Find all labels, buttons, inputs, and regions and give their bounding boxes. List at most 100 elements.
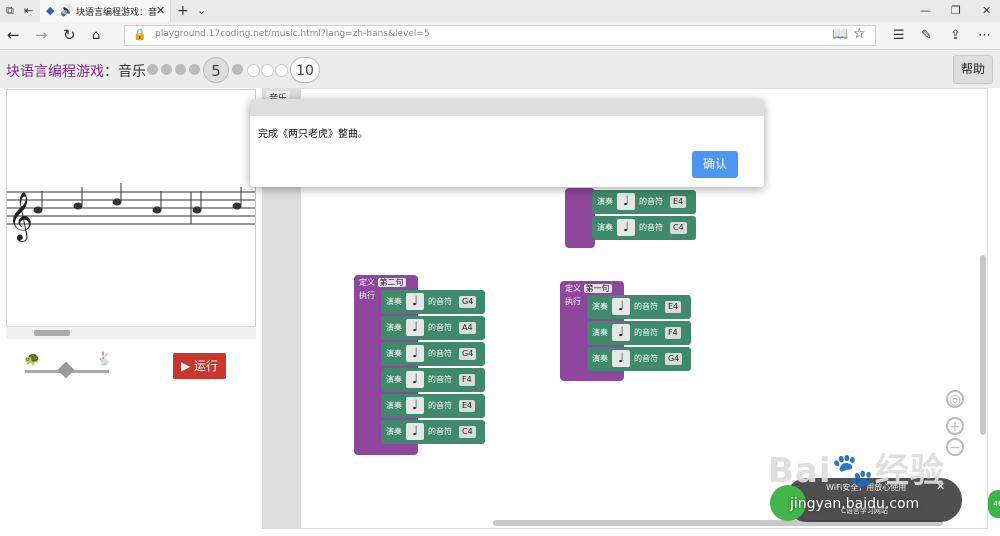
zoom-out-icon[interactable]: − bbox=[946, 438, 964, 456]
level-dot-1[interactable] bbox=[147, 64, 158, 75]
max-level[interactable]: 10 bbox=[290, 57, 320, 83]
notification-line-1: WiFi安全，用放心使用 bbox=[826, 483, 907, 492]
security-notification[interactable] bbox=[785, 478, 962, 522]
note-of-label: 的音符 bbox=[634, 302, 658, 311]
level-dot-2[interactable] bbox=[161, 64, 172, 75]
favorite-star-icon[interactable]: ☆ bbox=[853, 26, 866, 42]
share-icon[interactable]: ⇪ bbox=[950, 28, 961, 43]
pitch-dropdown[interactable]: E4 bbox=[670, 196, 687, 208]
back-icon[interactable]: ← bbox=[7, 26, 20, 44]
note-of-label: 的音符 bbox=[428, 427, 452, 436]
help-button[interactable]: 帮助 bbox=[953, 55, 993, 84]
pitch-dropdown[interactable]: G4 bbox=[459, 296, 477, 308]
quarter-note-icon[interactable]: ♩ bbox=[617, 219, 635, 236]
dialog-header bbox=[250, 99, 764, 116]
level-dot-8[interactable] bbox=[261, 64, 274, 77]
browser-titlebar: ⧉ ⇤ ◆ 🔊 块语言编程游戏：音 ✕ + ⌄ — ❐ ✕ bbox=[0, 0, 1000, 22]
reading-view-icon[interactable]: 📖 bbox=[832, 27, 849, 42]
refresh-icon[interactable]: ↻ bbox=[63, 26, 76, 44]
note-of-label: 的音符 bbox=[428, 375, 452, 384]
notes-icon[interactable]: ✎ bbox=[921, 28, 932, 43]
pitch-dropdown[interactable]: F4 bbox=[665, 327, 681, 339]
pitch-dropdown[interactable]: G4 bbox=[459, 348, 477, 360]
tab-list-chevron-icon[interactable]: ⌄ bbox=[197, 4, 207, 17]
new-tab-icon[interactable]: + bbox=[177, 3, 189, 19]
confirm-button[interactable]: 确认 bbox=[692, 151, 738, 178]
quarter-note-icon[interactable]: ♩ bbox=[406, 371, 424, 388]
home-icon[interactable]: ⌂ bbox=[92, 28, 101, 43]
run-button[interactable]: ▶ 运行 bbox=[173, 353, 226, 379]
notification-close-icon[interactable]: ✕ bbox=[936, 480, 946, 493]
quarter-note-icon[interactable]: ♩ bbox=[406, 423, 424, 440]
quarter-note-icon[interactable]: ♩ bbox=[406, 397, 424, 414]
tab-close-icon[interactable]: ✕ bbox=[156, 4, 166, 17]
note bbox=[73, 187, 83, 210]
music-stage: 𝄞 bbox=[6, 89, 256, 339]
pitch-dropdown[interactable]: G4 bbox=[665, 353, 683, 365]
level-dot-9[interactable] bbox=[275, 64, 288, 77]
quarter-note-icon[interactable]: ♩ bbox=[612, 350, 630, 367]
forward-icon[interactable]: → bbox=[35, 26, 48, 44]
level-dot-3[interactable] bbox=[175, 64, 186, 75]
pitch-dropdown[interactable]: E4 bbox=[459, 400, 476, 412]
quarter-note-icon[interactable]: ♩ bbox=[406, 319, 424, 336]
set-aside-tabs-icon[interactable]: ⇤ bbox=[24, 4, 34, 17]
treble-clef-icon: 𝄞 bbox=[8, 191, 33, 242]
speed-slider-thumb[interactable] bbox=[57, 361, 75, 379]
run-label: 运行 bbox=[194, 359, 219, 373]
current-level[interactable]: 5 bbox=[203, 57, 229, 83]
more-icon[interactable]: ⋯ bbox=[978, 28, 991, 43]
define-block-partial[interactable] bbox=[565, 188, 595, 248]
note-of-label: 的音符 bbox=[634, 354, 658, 363]
pitch-dropdown[interactable]: F4 bbox=[459, 374, 475, 386]
play-note-block[interactable]: 演奏 ♩ 的音符 F4 bbox=[381, 368, 485, 392]
stage-scrollbar[interactable] bbox=[6, 326, 256, 339]
quarter-note-icon[interactable]: ♩ bbox=[406, 345, 424, 362]
tab-menu-icon[interactable]: ⧉ bbox=[6, 4, 14, 17]
workspace-vertical-scrollbar[interactable] bbox=[980, 255, 986, 435]
address-bar[interactable]: 🔒 playground.17coding.net/music.html?lan… bbox=[124, 25, 876, 46]
close-icon[interactable]: ✕ bbox=[982, 4, 992, 17]
quarter-note-icon[interactable]: ♩ bbox=[617, 193, 635, 210]
restore-icon[interactable]: ❐ bbox=[951, 4, 961, 17]
play-label: 演奏 bbox=[386, 375, 402, 384]
pitch-dropdown[interactable]: C4 bbox=[459, 426, 476, 438]
function-name-field[interactable]: 第一句 bbox=[583, 284, 612, 293]
url-text: playground.17coding.net/music.html?lang=… bbox=[155, 29, 430, 39]
browser-tab[interactable]: ◆ 🔊 块语言编程游戏：音 ✕ bbox=[40, 0, 171, 22]
lock-icon: 🔒 bbox=[133, 28, 147, 41]
minimize-icon[interactable]: — bbox=[920, 4, 931, 17]
pitch-dropdown[interactable]: A4 bbox=[459, 322, 476, 334]
pitch-dropdown[interactable]: C4 bbox=[670, 222, 687, 234]
level-dot-6[interactable] bbox=[232, 64, 243, 75]
center-icon[interactable]: ◎ bbox=[946, 390, 964, 408]
workspace-horizontal-scrollbar[interactable] bbox=[493, 520, 943, 526]
pitch-dropdown[interactable]: E4 bbox=[665, 301, 682, 313]
quarter-note-icon[interactable]: ♩ bbox=[612, 324, 630, 341]
function-name-field[interactable]: 第二句 bbox=[377, 278, 406, 287]
level-dot-7[interactable] bbox=[247, 64, 260, 77]
hub-icon[interactable]: ☰ bbox=[893, 28, 905, 43]
level-dot-4[interactable] bbox=[189, 64, 200, 75]
play-label: 演奏 bbox=[386, 323, 402, 332]
game-header: 块语言编程游戏：音乐 5 10 bbox=[0, 50, 1000, 88]
note-of-label: 的音符 bbox=[634, 328, 658, 337]
assistant-badge[interactable]: 46 bbox=[988, 490, 1000, 518]
app-title: 块语言编程游戏 bbox=[6, 64, 104, 80]
stage-scrollbar-thumb[interactable] bbox=[34, 330, 70, 336]
quarter-note-icon[interactable]: ♩ bbox=[406, 293, 424, 310]
audio-playing-icon[interactable]: 🔊 bbox=[60, 4, 74, 17]
zoom-in-icon[interactable]: + bbox=[946, 417, 964, 435]
quarter-note-icon[interactable]: ♩ bbox=[612, 298, 630, 315]
play-label: 演奏 bbox=[597, 223, 613, 232]
